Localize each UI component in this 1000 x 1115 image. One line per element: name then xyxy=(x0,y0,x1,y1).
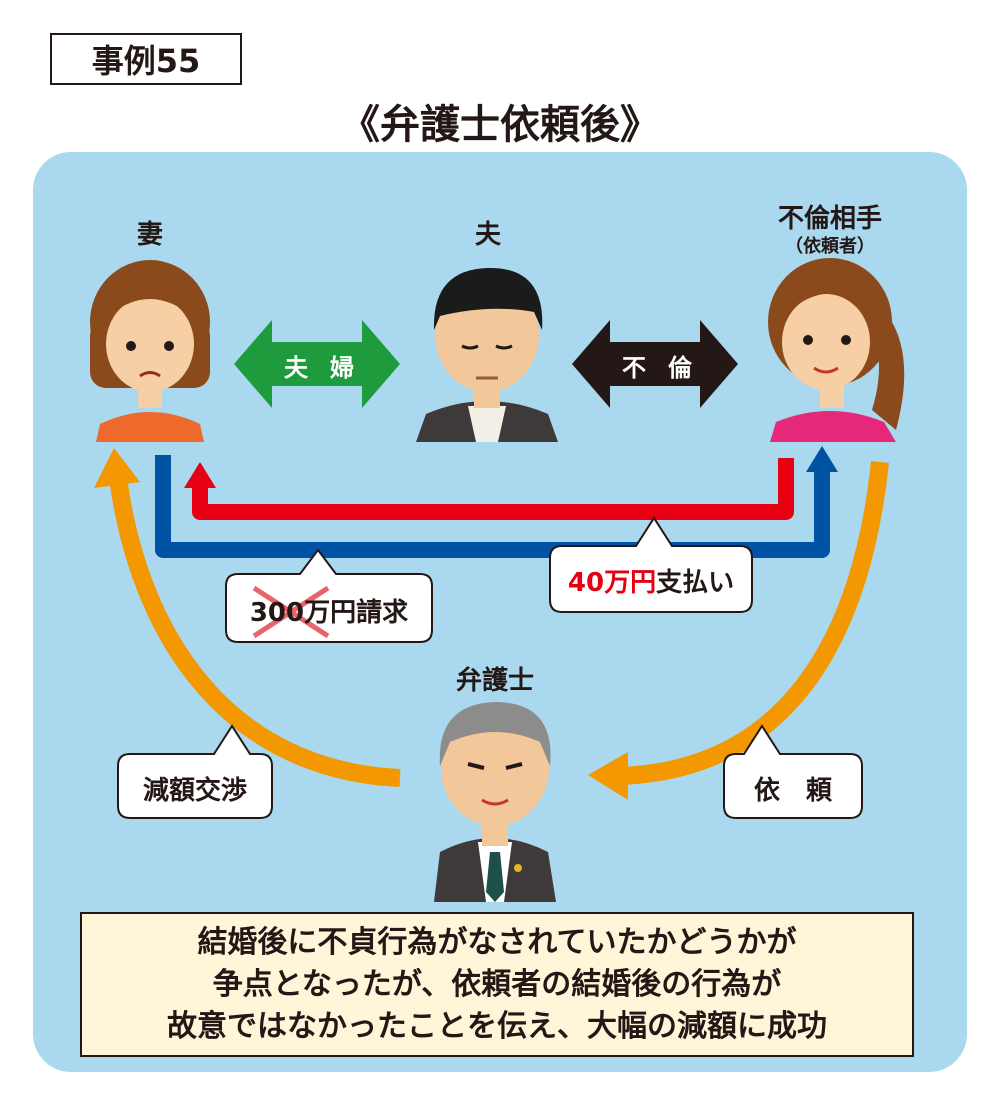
request-arrowhead xyxy=(588,752,628,800)
negotiation-arrow xyxy=(109,476,401,787)
paid-suffix: 支払い xyxy=(656,568,735,598)
affair-partner-label: 不倫相手 xyxy=(777,204,882,234)
request-callout-box xyxy=(723,724,863,819)
paid-amount: 40万円 xyxy=(567,568,657,598)
affair-label: 不倫 xyxy=(622,354,714,382)
claim-amount: 300万円 xyxy=(249,598,357,628)
claim-callout-text: 300万円請求 xyxy=(226,592,432,629)
claim-arrowhead xyxy=(806,446,838,472)
negotiation-callout-box xyxy=(117,724,273,819)
claim-line xyxy=(155,455,830,558)
payment-callout-text: 40万円支払い xyxy=(550,562,752,599)
husband-label: 夫 xyxy=(474,220,501,250)
negotiation-arrowhead xyxy=(94,448,140,488)
request-callout-text: 依 頼 xyxy=(753,776,832,806)
request-arrow xyxy=(619,461,889,785)
affair-arrow xyxy=(572,320,738,408)
summary-line-3: 故意ではなかったことを伝え、大幅の減額に成功 xyxy=(167,1008,827,1044)
wife-label: 妻 xyxy=(136,220,163,250)
summary-line-2: 争点となったが、依頼者の結婚後の行為が xyxy=(212,966,782,1002)
strike-line-2 xyxy=(252,585,330,639)
lawyer-figure xyxy=(434,702,556,902)
page-title: 《弁護士依頼後》 xyxy=(340,102,660,148)
case-label: 事例55 xyxy=(50,33,242,85)
claim-suffix: 請求 xyxy=(356,598,409,628)
affair-partner-figure xyxy=(768,258,905,442)
summary-line-1: 結婚後に不貞行為がなされていたかどうかが xyxy=(197,924,797,960)
negotiation-callout-text: 減額交渉 xyxy=(142,776,247,806)
married-arrow xyxy=(234,320,400,408)
married-label: 夫婦 xyxy=(284,354,376,382)
lawyer-label: 弁護士 xyxy=(455,666,534,696)
wife-figure xyxy=(90,260,210,442)
summary-box: 結婚後に不貞行為がなされていたかどうかが 争点となったが、依頼者の結婚後の行為が… xyxy=(80,912,914,1057)
payment-arrowhead xyxy=(184,462,216,488)
affair-partner-sublabel: （依頼者） xyxy=(785,236,875,257)
payment-line xyxy=(192,458,794,520)
payment-callout-box xyxy=(549,516,753,613)
husband-figure xyxy=(416,267,558,442)
